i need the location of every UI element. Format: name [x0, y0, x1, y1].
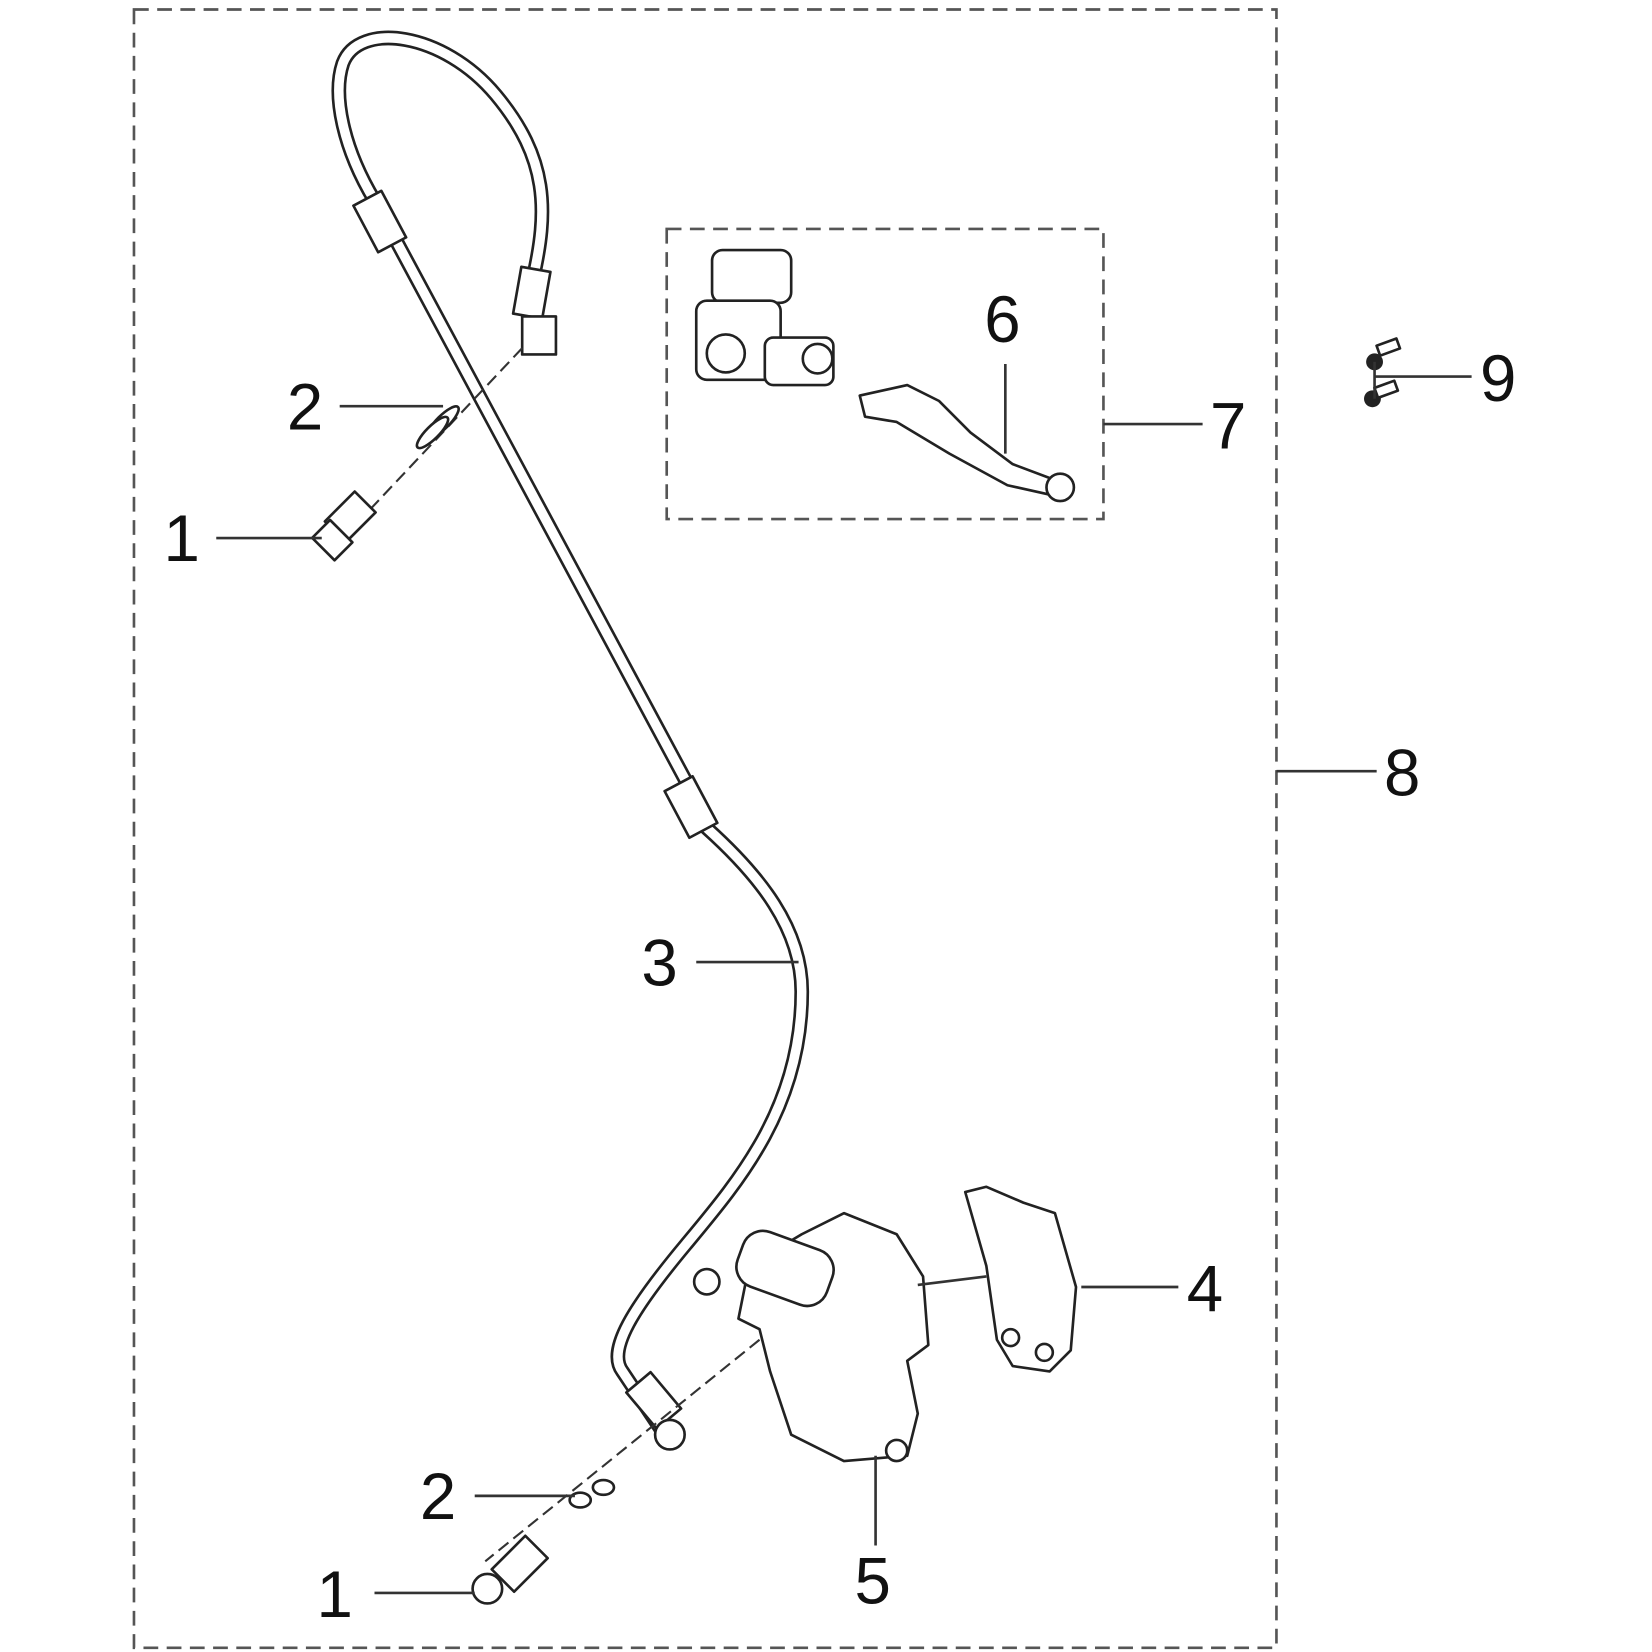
brake-pads [963, 1185, 1078, 1373]
axis-top [347, 347, 523, 534]
callout-2-top: 2 [287, 370, 323, 443]
brake-hose [331, 30, 810, 1451]
washer-top [415, 405, 460, 450]
callout-8: 8 [1384, 736, 1420, 809]
callout-1-bottom: 1 [316, 1558, 352, 1631]
banjo-bolt-bottom [471, 1534, 549, 1605]
master-cylinder [694, 248, 835, 387]
callout-2-bottom: 2 [420, 1460, 456, 1533]
callout-4: 4 [1187, 1252, 1223, 1325]
callout-6: 6 [984, 283, 1020, 356]
callout-7: 7 [1210, 389, 1246, 462]
screws [1364, 337, 1402, 408]
banjo-bolt-top [310, 490, 377, 562]
axis-bottom [484, 1338, 761, 1563]
brake-lever [858, 383, 1076, 503]
washer-bottom [568, 1478, 616, 1509]
assembly-7-boundary [665, 227, 1105, 521]
callout-1-top: 1 [164, 502, 200, 575]
assembly-8-boundary [132, 8, 1278, 1650]
callout-3: 3 [641, 926, 677, 999]
callout-5: 5 [854, 1544, 890, 1617]
leader-caliper-pad [917, 1275, 987, 1287]
callout-9: 9 [1480, 342, 1516, 415]
brake-caliper [692, 1211, 930, 1463]
